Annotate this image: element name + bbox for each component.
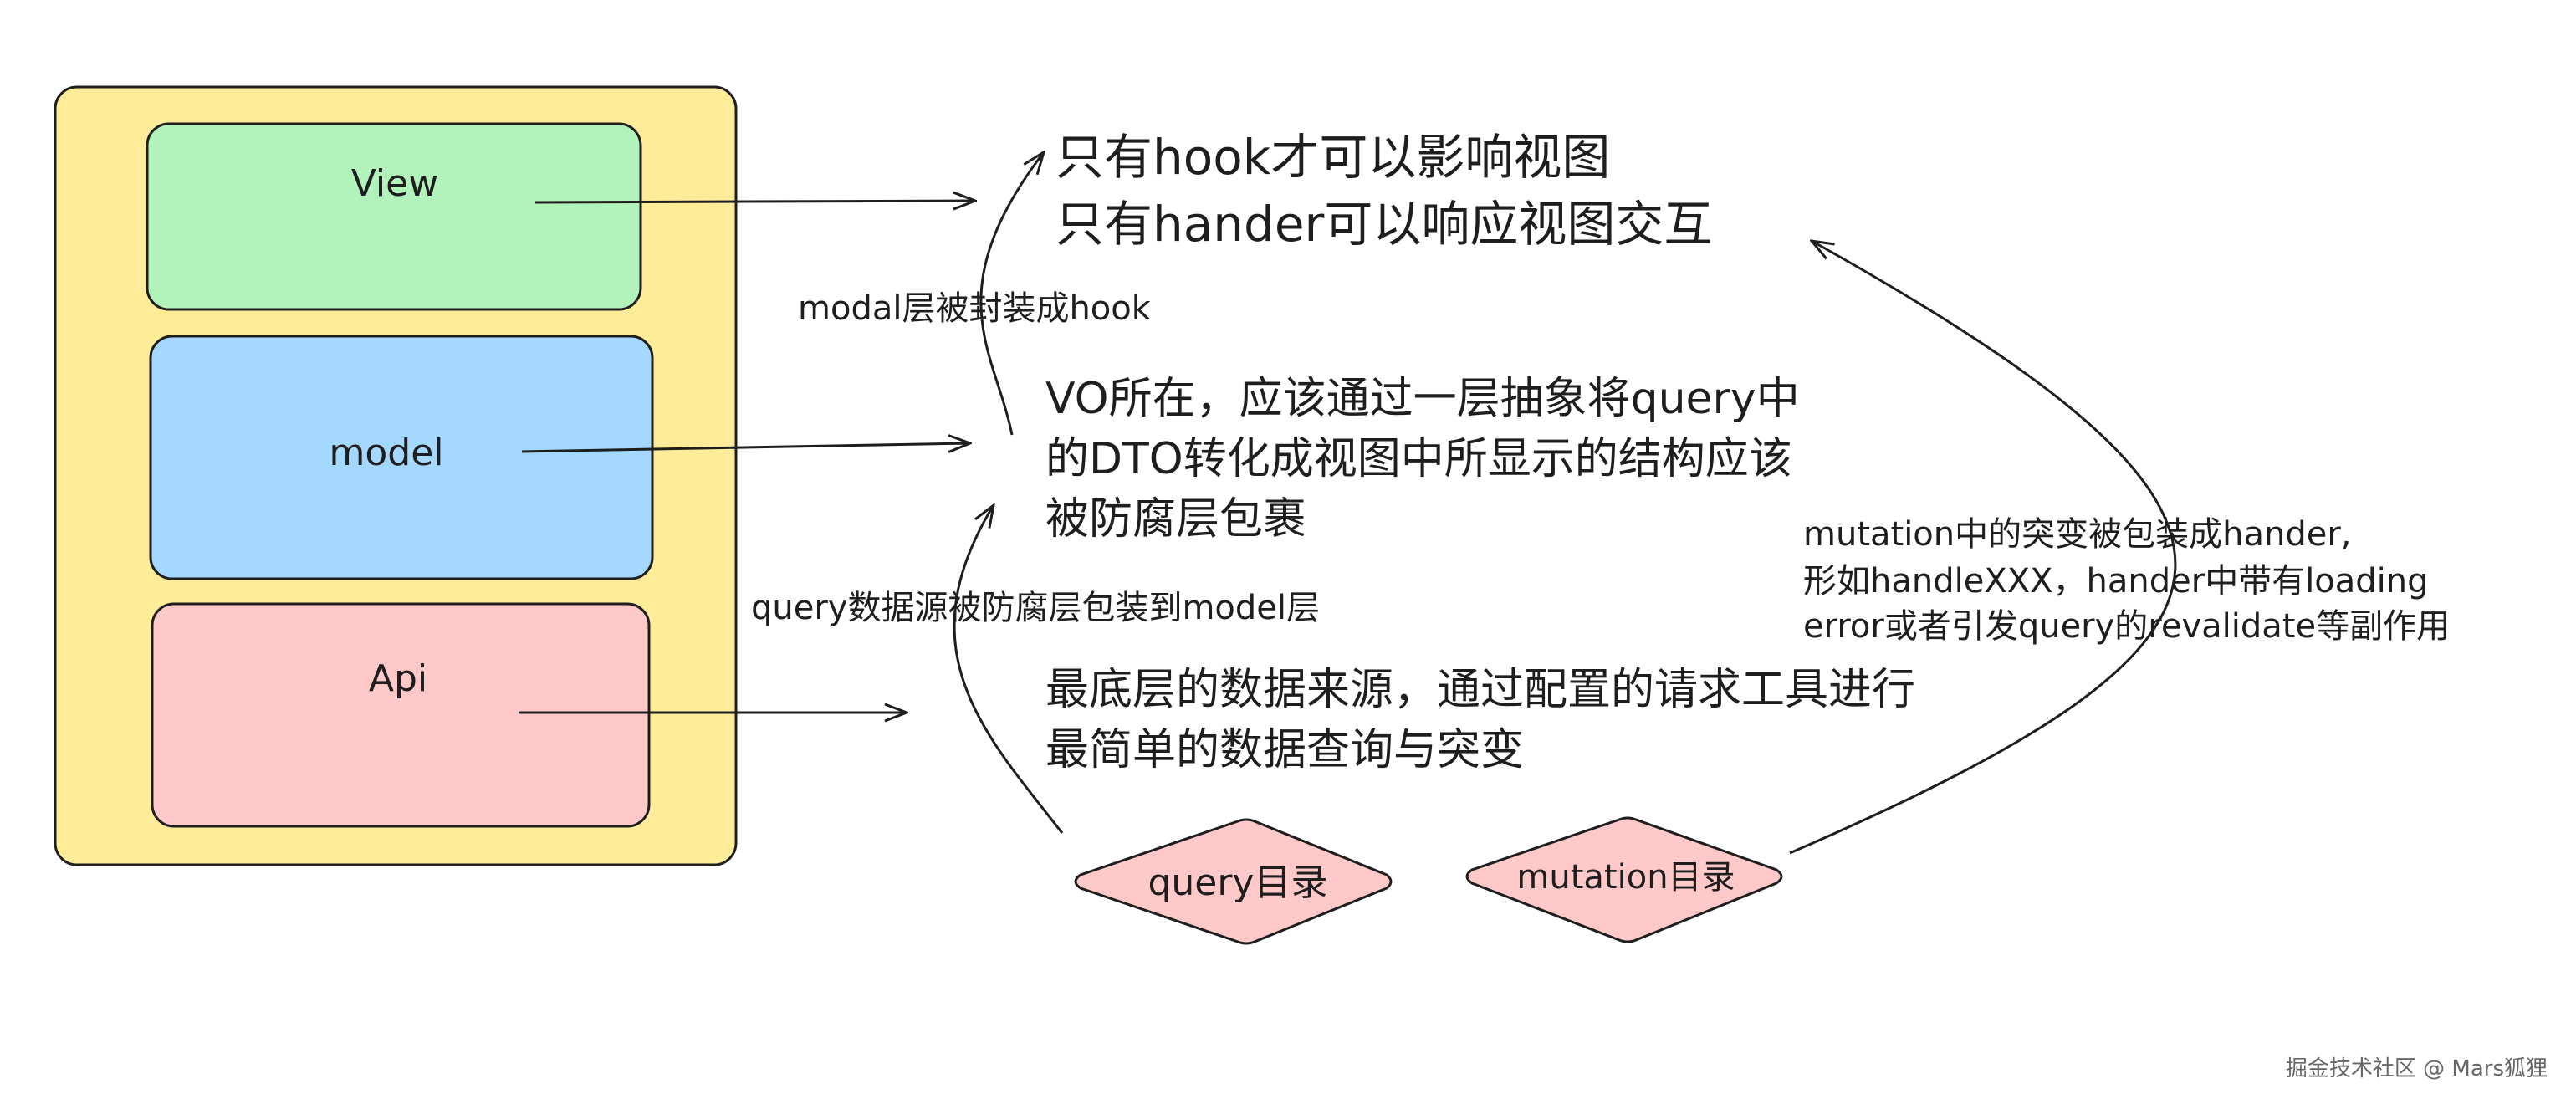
view-note-line1: 只有hook才可以影响视图 bbox=[1055, 129, 1610, 186]
model-note-line1: VO所在，应该通过一层抽象将query中 bbox=[1045, 374, 1800, 424]
mutation-note-line1: mutation中的突变被包装成hander, bbox=[1803, 515, 2352, 554]
api-note-line1: 最底层的数据来源，通过配置的请求工具进行 bbox=[1045, 665, 1915, 715]
model-note-line3: 被防腐层包裹 bbox=[1045, 494, 1306, 544]
query-to-model-curve bbox=[953, 505, 1064, 834]
model-to-view-curve bbox=[979, 152, 1044, 436]
api-layer-label: Api bbox=[369, 657, 427, 700]
query-directory-diamond[interactable] bbox=[1074, 818, 1393, 945]
model-note-line2: 的DTO转化成视图中所显示的结构应该 bbox=[1045, 434, 1792, 484]
api-note-line2: 最简单的数据查询与突变 bbox=[1045, 725, 1524, 775]
model-arrow bbox=[521, 443, 970, 452]
modal-hook-label: modal层被封装成hook bbox=[798, 289, 1152, 328]
query-directory-label: query目录 bbox=[1147, 861, 1327, 904]
view-layer-box[interactable] bbox=[146, 122, 642, 311]
model-layer-box[interactable] bbox=[149, 335, 654, 580]
mutation-directory-diamond[interactable] bbox=[1465, 816, 1783, 943]
model-layer-label: model bbox=[329, 432, 443, 474]
view-layer-label: View bbox=[351, 162, 438, 205]
mutation-note-line2: 形如handleXXX，hander中带有loading bbox=[1803, 562, 2429, 600]
view-arrow bbox=[534, 201, 975, 202]
mutation-note-line3: error或者引发query的revalidate等副作用 bbox=[1803, 607, 2450, 646]
api-layer-box[interactable] bbox=[151, 602, 651, 828]
view-note-line2: 只有hander可以响应视图交互 bbox=[1055, 196, 1712, 253]
watermark: 掘金技术社区 @ Mars狐狸 bbox=[2286, 1056, 2548, 1081]
mutation-to-view-curve bbox=[1789, 241, 2177, 855]
query-model-label: query数据源被防腐层包装到model层 bbox=[751, 589, 1320, 627]
mutation-directory-label: mutation目录 bbox=[1516, 858, 1735, 897]
